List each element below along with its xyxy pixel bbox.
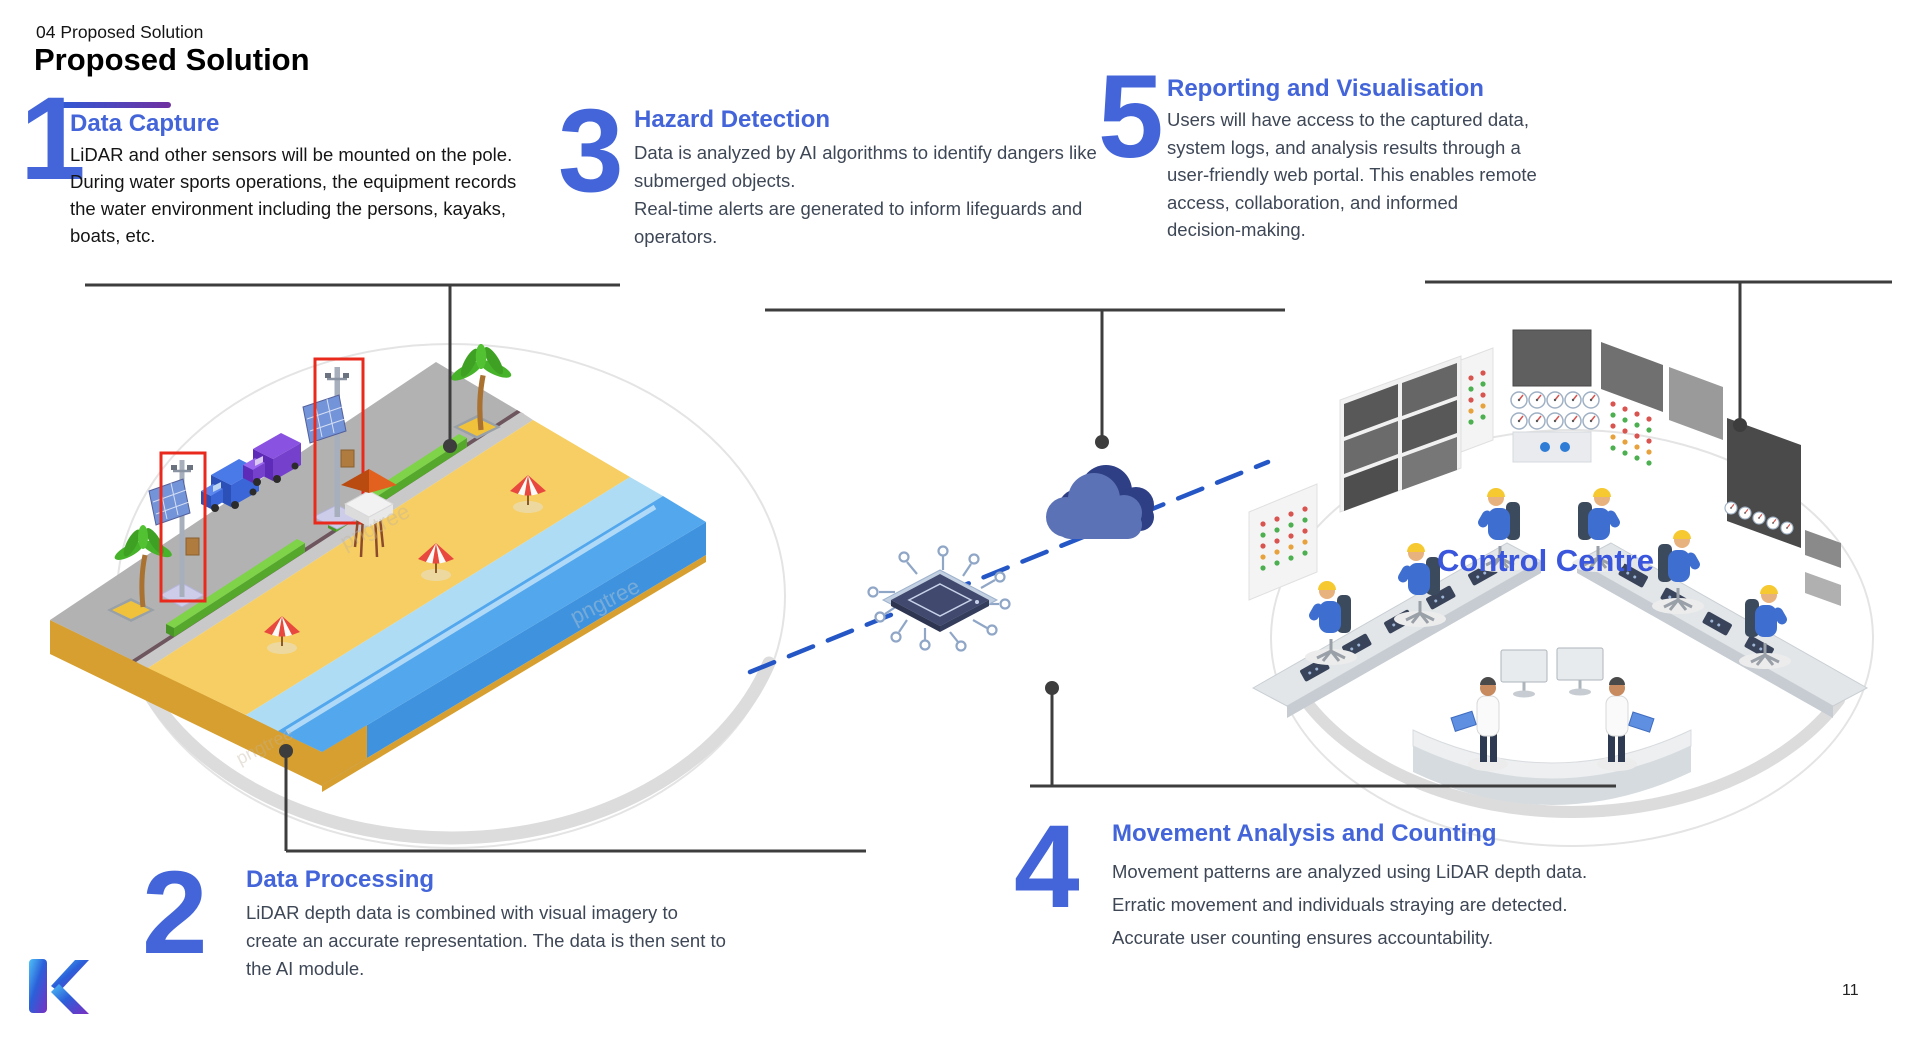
lifeguard-tower-icon	[341, 469, 397, 558]
step-number-3: 3	[558, 85, 624, 217]
step-number-2: 2	[142, 847, 208, 979]
step-title-hazard-detection: Hazard Detection	[634, 106, 831, 133]
step-body-hazard-detection: Data is analyzed by AI algorithms to ide…	[634, 142, 1097, 247]
red-highlight-box	[159, 451, 207, 603]
step-title-data-capture: Data Capture	[70, 110, 220, 137]
page-number: 11	[1842, 982, 1859, 999]
logo-k-icon	[29, 959, 89, 1014]
red-highlight-box	[313, 357, 365, 525]
step-body-reporting: Users will have access to the captured d…	[1167, 109, 1537, 240]
control-centre-label: Control Centre	[1437, 543, 1654, 578]
wall-monitors	[1601, 342, 1841, 606]
step-number-5: 5	[1098, 51, 1164, 183]
step-number-1: 1	[20, 73, 86, 205]
step-title-reporting: Reporting and Visualisation	[1167, 75, 1484, 102]
palm-tree-icon	[449, 344, 514, 439]
accent-underline	[55, 102, 171, 108]
console-desks	[1251, 542, 1869, 718]
slide-kicker: 04 Proposed Solution	[36, 22, 204, 42]
beach-illustration: pngtree pngtree pngtree	[50, 295, 786, 849]
step-body-data-processing: LiDAR depth data is combined with visual…	[246, 902, 726, 979]
step-title-data-processing: Data Processing	[246, 866, 435, 893]
truck-icon	[243, 433, 301, 486]
beach-block	[50, 362, 706, 792]
ai-chip-icon	[867, 545, 1011, 652]
step-body-data-capture: LiDAR and other sensors will be mounted …	[70, 144, 517, 246]
palm-tree-icon	[107, 525, 174, 622]
sensor-pole	[148, 451, 207, 608]
step-number-4: 4	[1014, 801, 1080, 933]
indicator-lights-panel	[1248, 347, 1494, 601]
control-centre-illustration	[1248, 329, 1874, 847]
gauges-panel	[1510, 329, 1600, 463]
step-body-movement-analysis: Movement patterns are analyzed using LiD…	[1112, 861, 1588, 948]
cloud-icon	[1046, 465, 1154, 539]
page-title: Proposed Solution	[34, 42, 310, 77]
wall-monitors	[1339, 355, 1462, 513]
step-title-movement-analysis: Movement Analysis and Counting	[1112, 820, 1497, 847]
